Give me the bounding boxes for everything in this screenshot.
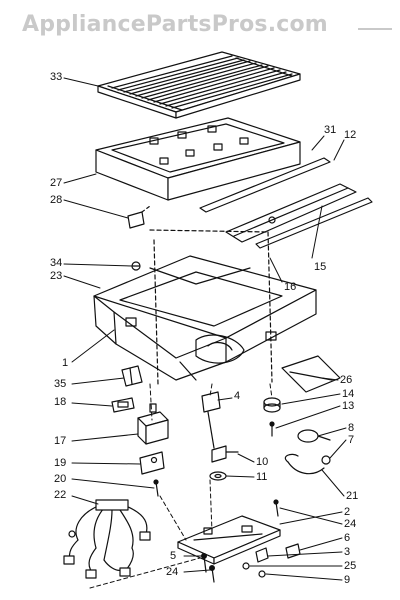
- sensor-part-4: [201, 391, 221, 449]
- screw-part-24-lower: [209, 564, 216, 583]
- screw-part-34: [131, 261, 141, 271]
- callout-12: 12: [344, 129, 357, 141]
- callout-16: 16: [284, 281, 297, 293]
- callout-9: 9: [344, 574, 351, 586]
- callout-34: 34: [50, 257, 63, 269]
- rail-assembly-part: [199, 157, 373, 249]
- tray-part: [95, 117, 301, 201]
- grille-cover-part: [97, 51, 301, 119]
- part-6: [285, 543, 301, 559]
- screw-part-13: [269, 421, 275, 437]
- washer-part-11: [209, 471, 227, 481]
- callout-2: 2: [344, 506, 351, 518]
- cover-part-26: [281, 355, 341, 393]
- callout-18: 18: [54, 396, 67, 408]
- bracket-part-19: [139, 451, 165, 475]
- callout-13: 13: [342, 400, 355, 412]
- callout-5: 5: [170, 550, 177, 562]
- callout-26: 26: [340, 374, 353, 386]
- watermark-logo: AppliancePartsPros.com: [22, 12, 328, 37]
- callout-33: 33: [50, 71, 63, 83]
- part-9: [258, 570, 266, 578]
- callout-20: 20: [54, 473, 67, 485]
- callout-11: 11: [256, 471, 268, 483]
- callout-8: 8: [348, 422, 355, 434]
- callout-19: 19: [54, 457, 67, 469]
- callout-27: 27: [50, 177, 63, 189]
- bulb-part-8: [297, 429, 331, 443]
- leader-lines: [63, 77, 347, 581]
- socket-part-7: [321, 455, 331, 465]
- wire-harness-part-22: [63, 499, 151, 579]
- callout-10: 10: [256, 456, 269, 468]
- alignment-lines: [89, 383, 273, 589]
- clip-part-35: [121, 365, 143, 387]
- main-housing-part: [93, 229, 317, 385]
- block-part-17: [137, 403, 169, 445]
- base-tray-part-2: [177, 515, 281, 565]
- callout-25: 25: [344, 560, 357, 572]
- part-25: [242, 562, 250, 570]
- part-3: [255, 547, 269, 563]
- callout-1: 1: [62, 357, 69, 369]
- callout-24-lower: 24: [166, 566, 179, 578]
- screw-part-24-upper: [273, 499, 279, 517]
- callout-17: 17: [54, 435, 67, 447]
- callout-21: 21: [346, 490, 359, 502]
- callout-7: 7: [348, 434, 355, 446]
- screw-part-20: [153, 479, 159, 497]
- wire-part-21: [284, 453, 325, 475]
- screw-part-5: [201, 552, 208, 573]
- watermark-rule: [358, 28, 392, 30]
- callout-23: 23: [50, 270, 63, 282]
- callout-4: 4: [234, 390, 241, 402]
- callout-15: 15: [314, 261, 327, 273]
- callout-24-upper: 24: [344, 518, 357, 530]
- callout-35: 35: [54, 378, 67, 390]
- damper-part-14: [263, 397, 281, 413]
- switch-part-18: [111, 397, 135, 413]
- small-block-part: [127, 205, 151, 229]
- callout-28: 28: [50, 194, 63, 206]
- callout-31: 31: [324, 124, 337, 136]
- callout-3: 3: [344, 546, 351, 558]
- callout-22: 22: [54, 489, 67, 501]
- callout-6: 6: [344, 532, 351, 544]
- callout-14: 14: [342, 388, 355, 400]
- fastener-part-10: [211, 445, 239, 463]
